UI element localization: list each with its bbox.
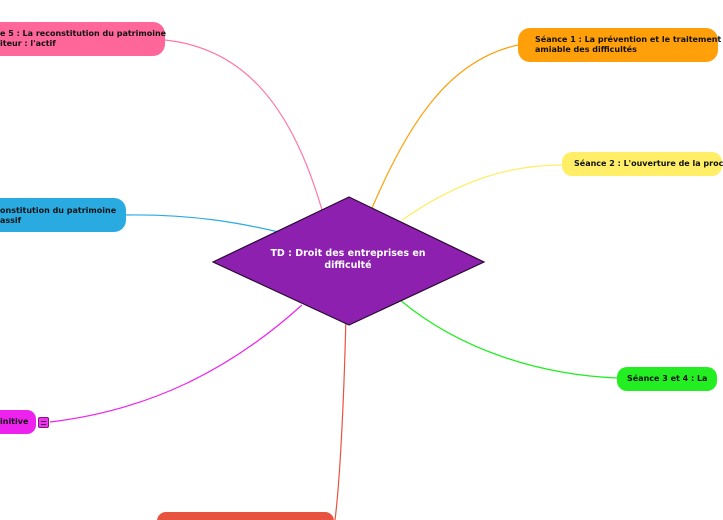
node-definitive-shape[interactable] xyxy=(0,410,36,434)
node-seance34[interactable]: Séance 3 et 4 : La xyxy=(627,374,708,384)
collapse-toggle-icon[interactable] xyxy=(38,417,49,428)
link-seance34 xyxy=(399,299,619,379)
node-seance5-actif[interactable]: e 5 : La reconstitution du patrimoine it… xyxy=(0,29,167,49)
node-seance5-actif-line1: e 5 : La reconstitution du patrimoine xyxy=(0,29,167,38)
node-definitive-line1: initive xyxy=(0,417,29,426)
node-passif-shape[interactable] xyxy=(0,198,126,232)
node-definitive[interactable]: initive xyxy=(0,417,34,427)
link-seance2 xyxy=(401,164,563,221)
node-seance2[interactable]: Séance 2 : L'ouverture de la proc xyxy=(574,159,723,169)
node-passif-line1: onstitution du patrimoine xyxy=(0,206,117,215)
node-seance5-actif-line2: iteur : l'actif xyxy=(0,39,56,48)
node-bottom-shape[interactable] xyxy=(157,512,334,520)
link-seance5-actif xyxy=(164,39,323,211)
node-seance1-shape[interactable] xyxy=(518,28,718,62)
center-topic-shape[interactable] xyxy=(211,196,486,326)
node-passif[interactable]: onstitution du patrimoine assif xyxy=(0,206,122,226)
center-topic-title: TD : Droit des entreprises en difficulté xyxy=(270,248,426,271)
node-seance1[interactable]: Séance 1 : La prévention et le traitemen… xyxy=(535,35,722,55)
link-passif xyxy=(124,214,296,237)
node-passif-line2: assif xyxy=(0,216,22,225)
node-seance5-actif-shape[interactable] xyxy=(0,22,165,56)
node-seance1-line1: Séance 1 : La prévention et le traitemen… xyxy=(535,35,722,44)
link-seance1 xyxy=(371,44,519,209)
node-seance34-shape[interactable] xyxy=(617,367,717,391)
node-seance1-line2: amiable des difficultés xyxy=(535,45,637,54)
mind-map-canvas: TD : Droit des entreprises en difficulté… xyxy=(0,22,723,520)
node-seance2-line1: Séance 2 : L'ouverture de la proc xyxy=(574,159,723,168)
link-definitive xyxy=(49,304,303,423)
node-seance34-line1: Séance 3 et 4 : La xyxy=(627,374,708,383)
link-bottom xyxy=(334,314,347,520)
node-seance2-shape[interactable] xyxy=(562,152,722,176)
mind-map-links xyxy=(0,22,722,520)
